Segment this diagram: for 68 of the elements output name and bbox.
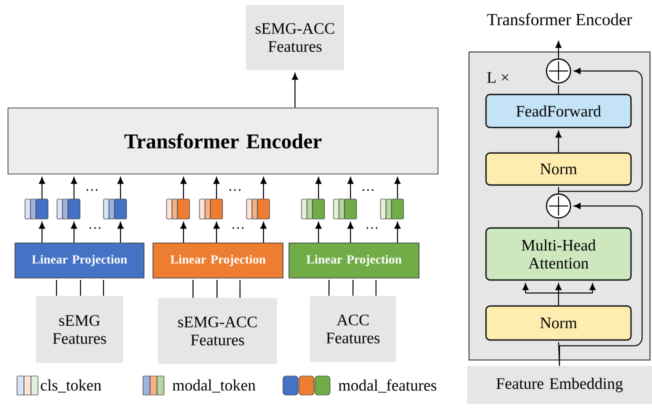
ellipsis: … <box>90 227 101 229</box>
arrow <box>180 222 187 244</box>
norm-box: Norm <box>485 305 632 341</box>
arrow <box>213 222 220 244</box>
arrow <box>558 68 643 194</box>
feature-box: sEMG Features <box>36 296 123 363</box>
arrow <box>117 222 124 244</box>
arrow <box>559 202 643 366</box>
connector-line <box>352 279 354 296</box>
connector-line <box>103 279 104 296</box>
token-group <box>301 198 325 220</box>
encoder-box: Transformer Encoder <box>8 108 438 174</box>
ellipsis: … <box>232 227 244 229</box>
connector-line <box>192 279 194 298</box>
arrow <box>117 177 124 200</box>
arrow <box>38 177 46 200</box>
legend-text: modal_token <box>172 379 256 393</box>
connector-line <box>216 279 218 298</box>
connector-line <box>56 279 57 296</box>
token-group <box>24 198 48 220</box>
arrow <box>315 177 322 200</box>
arrow <box>260 222 267 244</box>
connector-line <box>328 279 330 296</box>
arrow <box>70 222 78 244</box>
projection-box: Linear Projection <box>14 242 144 278</box>
connector-line <box>558 220 559 228</box>
arrow <box>315 222 322 244</box>
arrow <box>292 72 298 108</box>
connector-line <box>558 84 559 94</box>
arrow <box>260 177 267 200</box>
token-group <box>199 198 223 220</box>
attention-box: Multi-Head Attention <box>485 227 632 281</box>
arrow <box>555 41 562 59</box>
ellipsis: … <box>366 227 378 229</box>
arrow <box>70 177 78 200</box>
token-group <box>246 198 270 220</box>
arrow <box>394 222 401 244</box>
legend-text: modal_features <box>338 379 436 393</box>
token-group <box>103 198 127 220</box>
feature-box: ACC Features <box>310 296 396 362</box>
arrow <box>347 222 354 244</box>
feedforward-box: FeadForward <box>485 94 632 128</box>
connector-line <box>558 186 559 194</box>
plus-circle <box>546 58 572 84</box>
arrow <box>394 177 401 200</box>
node-label: Transformer Encoder <box>487 13 632 26</box>
token-group <box>333 198 357 220</box>
token-group <box>380 198 404 220</box>
connector-line <box>80 279 81 296</box>
token-group <box>56 198 80 220</box>
arrow <box>180 177 187 200</box>
norm-box: Norm <box>485 152 632 186</box>
projection-box: Linear Projection <box>152 242 284 278</box>
legend-text: cls_token <box>40 379 102 393</box>
token-group <box>166 198 190 220</box>
ellipsis: … <box>230 189 241 191</box>
ellipsis: … <box>362 189 374 191</box>
arrow <box>522 283 596 306</box>
arrow <box>347 177 354 200</box>
plus-circle <box>546 193 572 219</box>
feature-box: sEMG-ACC Features <box>158 298 277 364</box>
feature-box: sEMG-ACC Features <box>246 5 344 70</box>
feature-box: Feature Embedding <box>467 366 652 404</box>
arrow <box>38 222 46 244</box>
projection-box: Linear Projection <box>288 242 420 278</box>
arrow <box>213 177 220 200</box>
arrow <box>555 130 562 153</box>
ellipsis: … <box>86 189 98 191</box>
